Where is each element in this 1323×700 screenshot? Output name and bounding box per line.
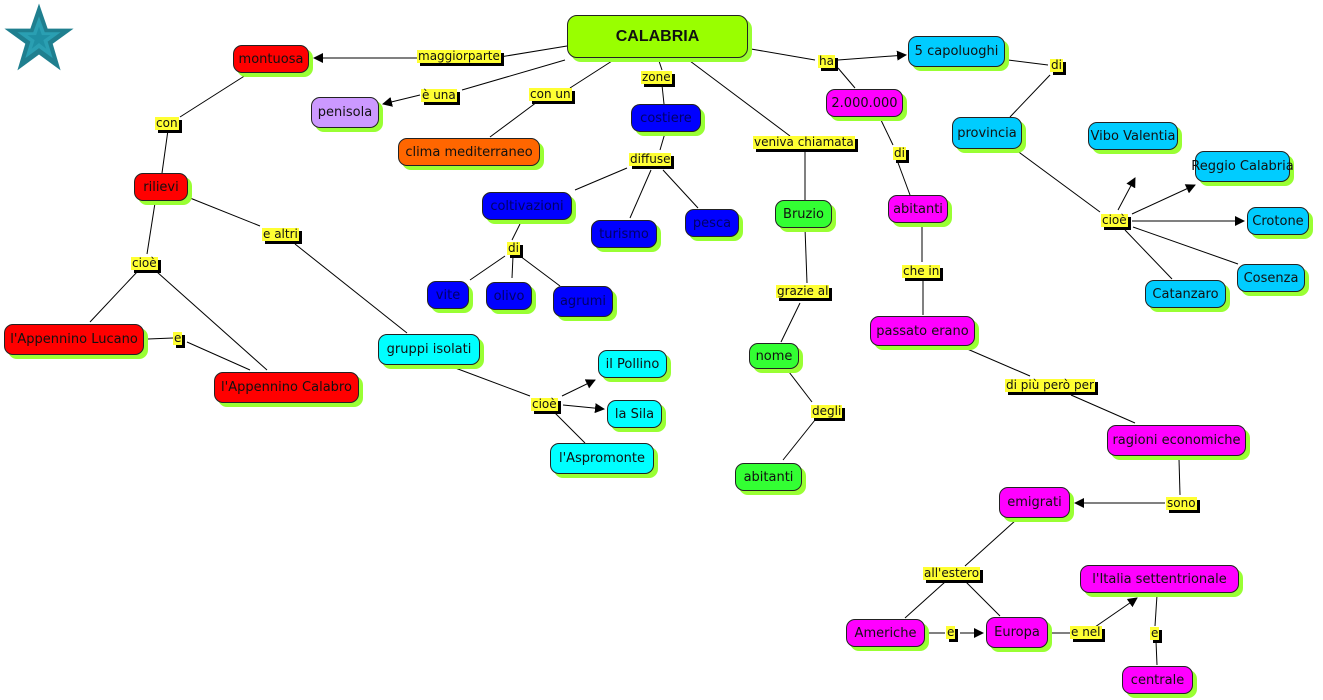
node-cosenza[interactable]: Cosenza (1237, 264, 1305, 292)
node-crotone[interactable]: Crotone (1247, 207, 1309, 235)
node-2000000[interactable]: 2.000.000 (826, 89, 903, 117)
node-turismo[interactable]: turismo (591, 220, 657, 248)
link-grazie-al[interactable]: grazie al (776, 284, 830, 298)
link-con-un[interactable]: con un (529, 87, 572, 101)
node-passato-erano[interactable]: passato erano (870, 316, 975, 346)
node-aspromonte[interactable]: l'Aspromonte (550, 443, 654, 474)
node-penisola[interactable]: penisola (311, 97, 379, 128)
link-e-italia[interactable]: e (1150, 626, 1160, 640)
node-abitanti-magenta[interactable]: abitanti (888, 195, 948, 223)
node-americhe[interactable]: Americhe (846, 619, 925, 647)
link-cioe-gruppi[interactable]: cioè (531, 397, 558, 411)
link-zone[interactable]: zone (641, 70, 672, 84)
node-calabria[interactable]: CALABRIA (567, 15, 748, 58)
node-reggio-calabria[interactable]: Reggio Calabria (1191, 151, 1294, 182)
node-appennino-calabro[interactable]: l'Appennino Calabro (214, 372, 359, 403)
node-la-sila[interactable]: la Sila (607, 400, 662, 428)
node-europa[interactable]: Europa (986, 617, 1048, 648)
node-5-capoluoghi[interactable]: 5 capoluoghi (908, 36, 1005, 67)
node-vibo-valentia[interactable]: Vibo Valentia (1088, 122, 1178, 150)
node-emigrati[interactable]: emigrati (999, 487, 1070, 518)
link-cioe-provincia[interactable]: cioè (1101, 213, 1128, 227)
node-ragioni-economiche[interactable]: ragioni economiche (1107, 425, 1246, 456)
node-nome[interactable]: nome (749, 343, 799, 369)
link-di-piu-pero-per[interactable]: di più però per (1005, 378, 1095, 392)
star-icon (4, 3, 74, 71)
link-e-altri[interactable]: e altri (262, 227, 299, 241)
node-pesca[interactable]: pesca (685, 209, 739, 237)
node-catanzaro[interactable]: Catanzaro (1145, 280, 1226, 308)
node-provincia[interactable]: provincia (952, 117, 1022, 149)
link-sono[interactable]: sono (1166, 496, 1197, 510)
node-rilievi[interactable]: rilievi (134, 173, 188, 201)
node-italia-settentrionale[interactable]: l'Italia settentrionale (1080, 565, 1239, 593)
node-montuosa[interactable]: montuosa (233, 45, 309, 73)
link-e-nel[interactable]: e nel (1070, 625, 1102, 639)
link-e-una[interactable]: è una (421, 88, 457, 102)
node-bruzio[interactable]: Bruzio (775, 200, 832, 228)
node-centrale[interactable]: centrale (1122, 666, 1193, 694)
link-con[interactable]: con (155, 116, 179, 130)
node-coltivazioni[interactable]: coltivazioni (482, 192, 572, 220)
link-che-in[interactable]: che in (902, 264, 941, 278)
link-allestero[interactable]: all'estero (923, 566, 981, 580)
link-degli[interactable]: degli (811, 404, 843, 418)
link-e-americhe[interactable]: e (946, 625, 956, 639)
node-appennino-lucano[interactable]: l'Appennino Lucano (4, 324, 144, 355)
link-e-appennino[interactable]: e (173, 331, 183, 345)
node-il-pollino[interactable]: il Pollino (598, 350, 667, 378)
node-gruppi-isolati[interactable]: gruppi isolati (378, 334, 480, 365)
link-di-abitanti[interactable]: di (893, 146, 906, 160)
node-costiere[interactable]: costiere (631, 104, 701, 132)
link-di-capoluoghi[interactable]: di (1050, 58, 1063, 72)
node-clima-mediterraneo[interactable]: clima mediterraneo (398, 138, 540, 166)
node-agrumi[interactable]: agrumi (553, 286, 613, 317)
link-ha[interactable]: ha (818, 54, 835, 68)
link-diffuse[interactable]: diffuse (629, 152, 672, 166)
link-veniva-chiamata[interactable]: veniva chiamata (753, 135, 855, 149)
node-vite[interactable]: vite (427, 281, 469, 309)
node-abitanti-green[interactable]: abitanti (735, 463, 802, 491)
node-olivo[interactable]: olivo (486, 282, 532, 310)
link-di-coltivazioni[interactable]: di (507, 241, 520, 255)
link-maggiorparte[interactable]: maggiorparte (417, 49, 501, 63)
link-cioe-rilievi[interactable]: cioè (131, 256, 158, 270)
